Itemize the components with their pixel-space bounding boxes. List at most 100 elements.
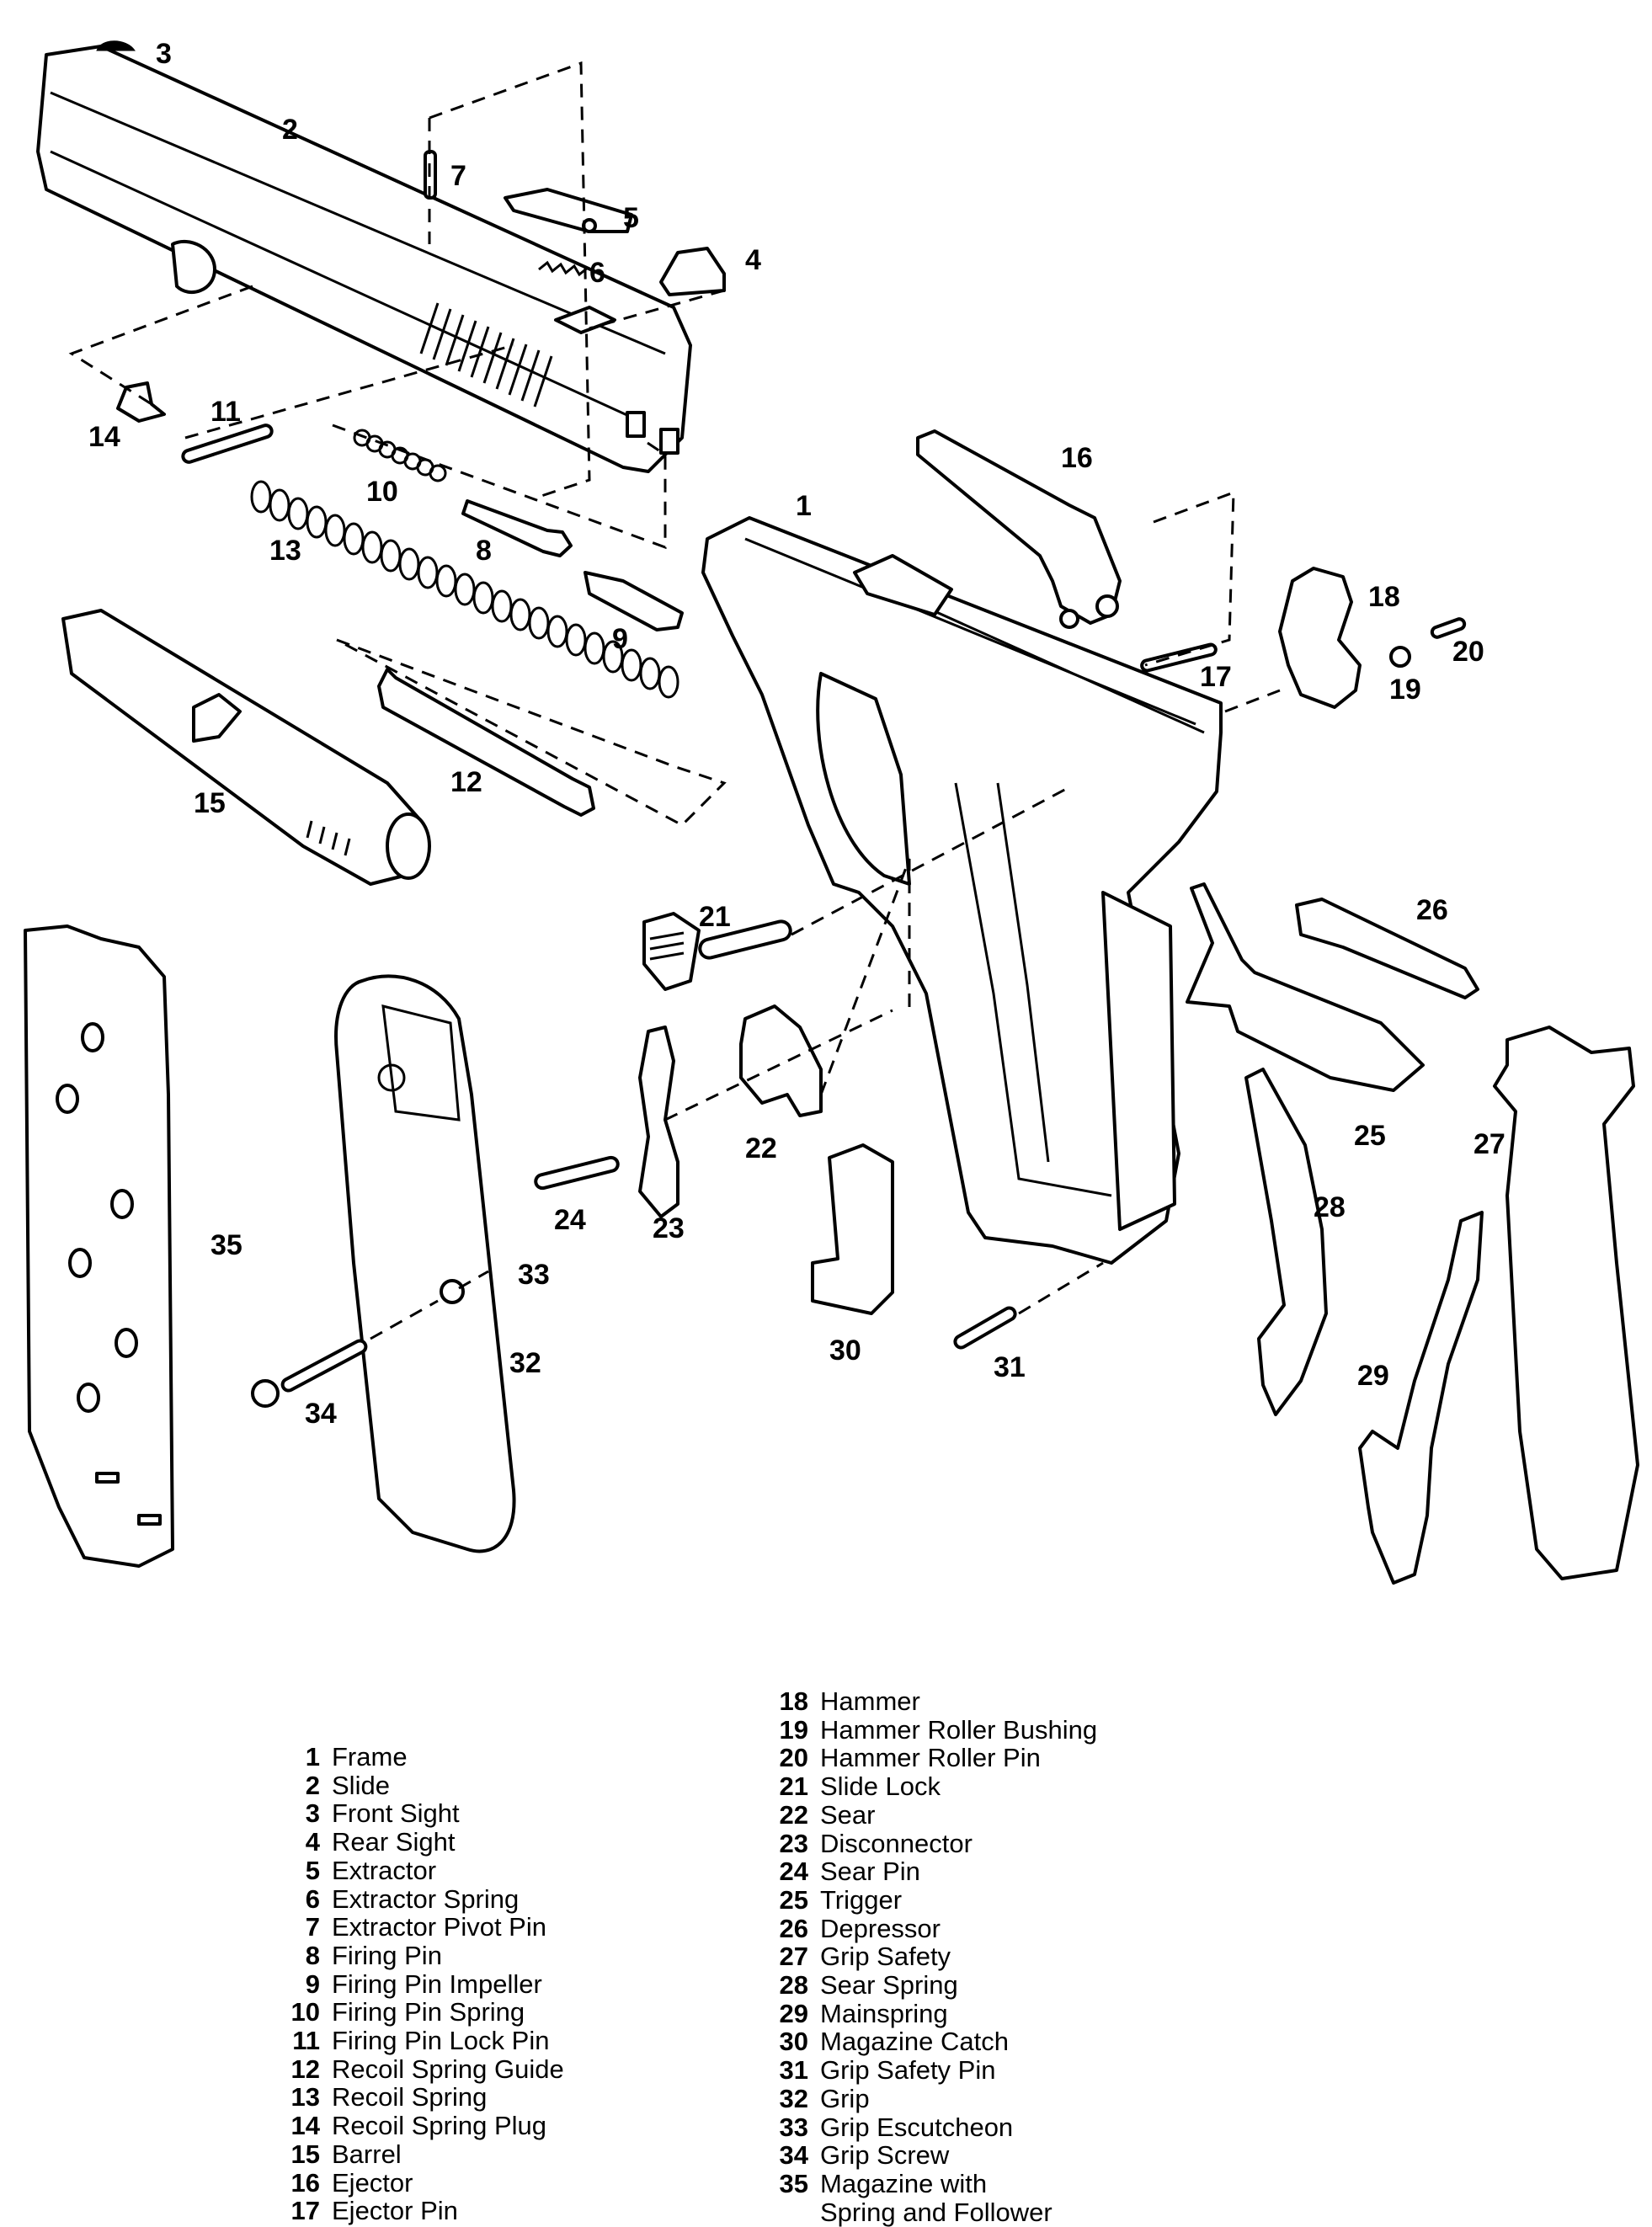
legend-number: 30	[779, 2027, 808, 2057]
legend-number: 19	[779, 1714, 808, 1745]
callout-10: 10	[366, 476, 398, 508]
sear-spring-part	[1244, 1068, 1328, 1416]
legend-part-name: Recoil Spring Plug	[332, 2111, 547, 2141]
legend-item: 4 Rear Sight	[271, 1828, 564, 1857]
legend-part-name: Disconnector	[820, 1828, 973, 1858]
legend-part-name: Grip	[820, 2083, 870, 2113]
firing-pin-part	[461, 499, 573, 557]
callout-20: 20	[1452, 636, 1484, 668]
callout-32: 32	[509, 1347, 541, 1379]
recoil-spring-part	[250, 480, 679, 699]
legend-part-name: Firing Pin	[332, 1940, 442, 1970]
recoil-spring-plug-part	[116, 381, 166, 423]
firing-pin-lock-pin-part	[181, 424, 274, 464]
frame-part	[701, 516, 1223, 1265]
mainspring-part	[1358, 1211, 1484, 1585]
callout-26: 26	[1416, 894, 1448, 926]
firing-pin-spring-part	[353, 429, 447, 482]
legend-number: 18	[779, 1686, 808, 1716]
legend-item-continuation: Spring and Follower	[759, 2198, 1097, 2227]
callout-4: 4	[745, 244, 761, 276]
legend-number: 9	[305, 1969, 320, 1999]
magazine-part	[24, 924, 174, 1568]
legend-part-name: Recoil Spring	[332, 2082, 488, 2112]
legend-part-name: Grip Safety	[820, 1942, 951, 1972]
callout-9: 9	[612, 623, 628, 655]
callout-35: 35	[210, 1229, 242, 1261]
callout-labels: 3 2 7 5 6 4 14 11 10 13 8 9 15 12 1 16 1…	[88, 38, 1505, 1430]
legend-number: 15	[290, 2139, 320, 2169]
front-sight-part	[96, 40, 136, 51]
legend-part-name: Rear Sight	[332, 1827, 456, 1857]
callout-23: 23	[653, 1212, 685, 1244]
callout-33: 33	[518, 1259, 550, 1291]
legend-part-name: Frame	[332, 1742, 408, 1771]
callout-16: 16	[1061, 442, 1093, 474]
legend-number: 33	[779, 2112, 808, 2142]
grip-part	[334, 974, 516, 1553]
legend-item: 34 Grip Screw	[759, 2141, 1097, 2170]
legend-part-name: Hammer Roller Pin	[820, 1743, 1041, 1773]
trigger-part	[1186, 882, 1425, 1092]
firing-pin-impeller-part	[584, 571, 684, 631]
legend-part-name: Hammer Roller Bushing	[820, 1714, 1098, 1745]
callout-13: 13	[269, 535, 301, 567]
assembly-lines	[68, 61, 1281, 1340]
barrel-part	[61, 609, 431, 886]
rear-sight-part	[659, 247, 726, 296]
legend-number: 5	[305, 1855, 320, 1885]
legend-number: 32	[779, 2083, 808, 2113]
legend-number: 34	[779, 2140, 808, 2171]
callout-7: 7	[450, 160, 466, 192]
legend-part-name: Sear Spring	[820, 1970, 958, 2001]
recoil-spring-guide-part	[377, 668, 595, 817]
ejector-pin-part	[1140, 642, 1218, 673]
legend-number: 6	[305, 1883, 320, 1914]
legend-item: 16 Ejector	[271, 2167, 564, 2198]
callout-11: 11	[210, 396, 241, 428]
legend-item: 32 Grip	[759, 2085, 1097, 2113]
sear-part	[739, 1004, 823, 1117]
legend-item: 19 Hammer Roller Bushing	[759, 1714, 1098, 1745]
exploded-parts-diagram: 3 2 7 5 6 4 14 11 10 13 8 9 15 12 1 16 1…	[24, 38, 1639, 1585]
callout-19: 19	[1389, 674, 1421, 706]
callout-15: 15	[194, 787, 226, 819]
legend-number: 12	[290, 2054, 320, 2084]
legend-part-name: Extractor	[332, 1855, 437, 1885]
legend-part-name: Extractor Pivot Pin	[332, 1912, 546, 1942]
sear-pin-part	[534, 1155, 620, 1191]
grip-safety-part	[1493, 1026, 1639, 1580]
legend-part-name: Grip Screw	[820, 2140, 950, 2171]
legend-part-name: Magazine with	[820, 2168, 988, 2198]
legend-number: 21	[779, 1771, 808, 1802]
legend-part-name: Ejector	[332, 2167, 413, 2198]
callout-27: 27	[1473, 1128, 1505, 1160]
legend-number: 26	[779, 1913, 808, 1943]
legend-item: 27 Grip Safety	[759, 1942, 1097, 1971]
hammer-part	[1278, 567, 1362, 709]
callout-18: 18	[1368, 581, 1400, 613]
legend-number: 4	[305, 1827, 320, 1857]
legend-number: 27	[779, 1942, 808, 1972]
legend-number: 25	[779, 1884, 808, 1915]
callout-2: 2	[282, 114, 298, 146]
legend-number: 16	[290, 2167, 320, 2198]
legend-part-name: Hammer	[820, 1686, 920, 1716]
